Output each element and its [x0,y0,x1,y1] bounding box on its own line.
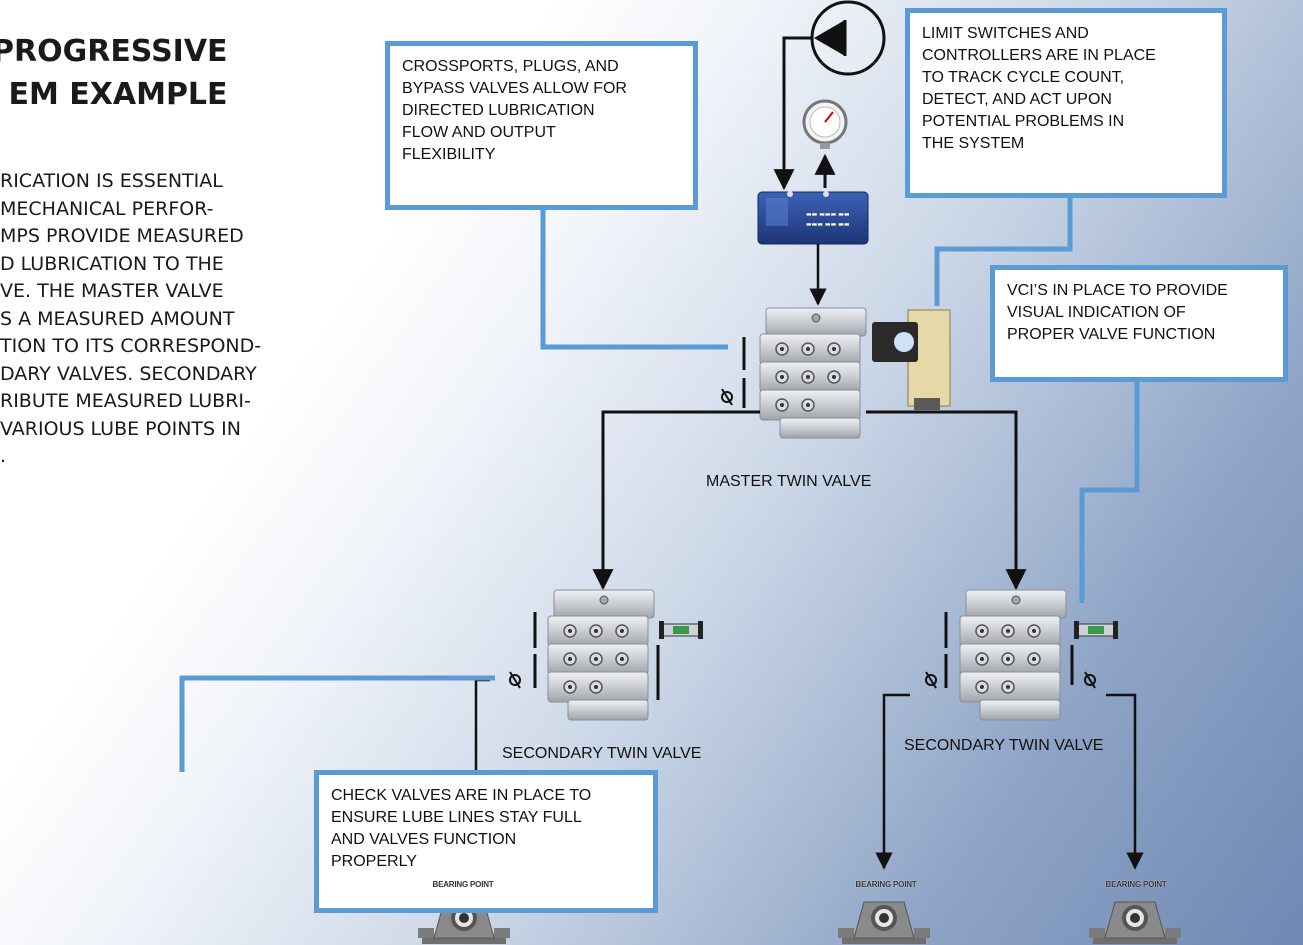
master-check-valve-icon [721,388,733,406]
pump-supply-line [773,36,812,191]
right-vci-icon [1073,620,1119,640]
vci-callout: VCI’S IN PLACE TO PROVIDE VISUAL INDICAT… [990,265,1288,382]
callout-leaders [179,196,1140,772]
svg-text:▬▬ ▬▬▬ ▬▬: ▬▬ ▬▬▬ ▬▬ [806,211,850,218]
page-title: PROGRESSIVE EM EXAMPLE [0,30,228,116]
right-to-bearing-2-line [875,693,910,870]
intro-line: DARY VALVES. SECONDARY [0,362,257,385]
intro-line: TION TO ITS CORRESPOND- [0,335,262,357]
intro-line: D LUBRICATION TO THE [0,252,224,275]
manifold-block-icon: ▬▬ ▬▬▬ ▬▬ ▬▬▬ ▬▬ ▬▬ [757,191,869,245]
intro-line: . [0,445,7,467]
limit-switch-icon [872,309,951,410]
intro-line: MECHANICAL PERFOR- [0,197,214,220]
intro-line: VE. THE MASTER VALVE [0,280,224,302]
crossports-callout: CROSSPORTS, PLUGS, AND BYPASS VALVES ALL… [385,41,698,210]
master-valve-icon [759,307,867,439]
secondary-valve-left-icon [547,589,655,721]
pressure-gauge-icon [802,99,848,149]
pump-icon [810,0,886,76]
master-to-left-line [592,410,760,591]
svg-text:▬▬▬ ▬▬ ▬▬: ▬▬▬ ▬▬ ▬▬ [806,221,850,228]
right-to-bearing-3-line [1106,693,1144,870]
right-check-valve-2-icon [1084,671,1096,689]
intro-line: MPS PROVIDE MEASURED [0,225,244,247]
master-to-right-line [866,410,1027,591]
secondary-valve-left-label: SECONDARY TWIN VALVE [502,745,702,762]
intro-paragraph: RICATION IS ESSENTIAL MECHANICAL PERFOR-… [0,168,261,471]
secondary-valve-right-label: SECONDARY TWIN VALVE [904,737,1104,754]
bearing-point-2-label: BEARING POINT [855,880,917,889]
intro-line: S A MEASURED AMOUNT [0,307,235,330]
bearing-point-1-label: BEARING POINT [432,880,494,889]
master-valve-label: MASTER TWIN VALVE [706,473,872,490]
limit-switches-callout: LIMIT SWITCHES AND CONTROLLERS ARE IN PL… [905,8,1227,198]
check-valves-callout: CHECK VALVES ARE IN PLACE TO ENSURE LUBE… [314,770,658,913]
left-vci-icon [658,620,704,640]
intro-line: VARIOUS LUBE POINTS IN [0,417,241,440]
secondary-valve-right-icon [959,589,1067,721]
bearing-point-3-icon [1088,901,1182,945]
bearing-point-2-icon [837,901,931,945]
title-line-1: PROGRESSIVE [0,34,228,69]
intro-line: RIBUTE MEASURED LUBRI- [0,390,251,412]
title-line-2: EM EXAMPLE [8,77,228,112]
intro-line: RICATION IS ESSENTIAL [0,170,223,192]
left-check-valve-icon [509,671,521,689]
right-check-valve-icon [925,671,937,689]
bearing-point-3-label: BEARING POINT [1105,880,1167,889]
